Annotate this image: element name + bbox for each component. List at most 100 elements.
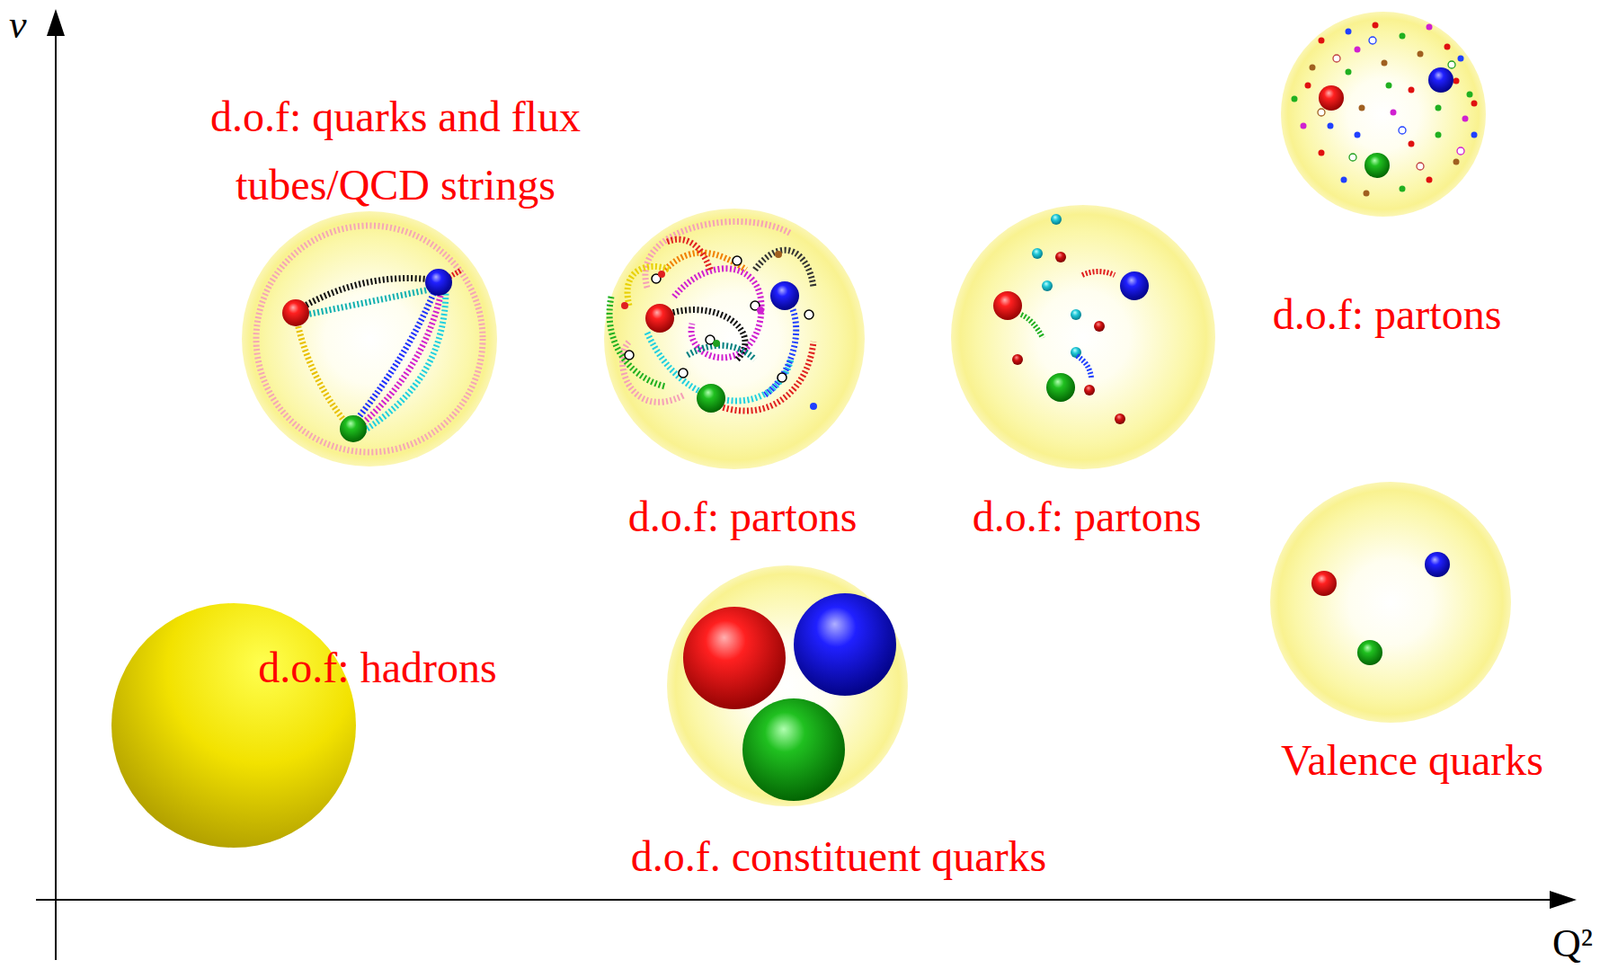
- flux-tube-proton-part: [425, 268, 453, 296]
- parton-sea-proton-part-part: [1448, 61, 1456, 69]
- parton-sea-proton-part: [1280, 11, 1486, 217]
- parton-sea-proton-part-part: [1426, 24, 1433, 31]
- parton-sea-proton-part-part: [1399, 33, 1406, 40]
- parton-sea-proton-part-part: [1363, 190, 1370, 197]
- sparse-parton-proton-part-part: [1031, 248, 1043, 259]
- parton-sea-proton-part-part: [1426, 177, 1433, 184]
- constituent-quark-proton: [666, 565, 908, 807]
- proton-picture: d.o.f: hadrons: [111, 603, 498, 848]
- constituent-quark-proton-part: [666, 565, 908, 807]
- gluon-tangle-proton-part: [604, 208, 865, 470]
- parton-sea-proton-part-part: [1416, 162, 1424, 170]
- axes-part: [1549, 890, 1577, 909]
- gluon-tangle-proton: [604, 208, 865, 470]
- sparse-parton-proton-part: [1021, 314, 1043, 338]
- gluon-tangle-proton-part-part: [777, 373, 787, 383]
- flux-tube-proton-part: [339, 415, 367, 443]
- parton-sea-proton-part-part: [1471, 100, 1478, 107]
- proton-picture: d.o.f: partons: [951, 204, 1216, 543]
- parton-sea-proton-part-part: [1462, 115, 1469, 123]
- parton-sea-proton-part: [1428, 67, 1454, 93]
- sparse-parton-proton-part-part: [1093, 320, 1105, 332]
- parton-sea-proton-part-part: [1386, 82, 1393, 89]
- parton-sea-proton-part-part: [1417, 51, 1424, 58]
- parton-sea-proton-part-part: [1444, 44, 1451, 51]
- parton-sea-proton-part-part: [1435, 105, 1442, 112]
- proton-picture: d.o.f. constituent quarks: [631, 565, 1048, 883]
- parton-sea-proton-part-part: [1317, 108, 1325, 116]
- gluon-tangle-proton-part: [774, 250, 783, 258]
- valence-quark-proton-part: [1311, 570, 1337, 596]
- parton-sea-proton-part: [1318, 85, 1344, 111]
- parton-sea-proton-part-part: [1381, 60, 1388, 67]
- parton-sea-proton-part-part: [1368, 36, 1377, 45]
- parton-sea-proton-part-part: [1305, 82, 1312, 89]
- gluon-tangle-proton-part: [624, 256, 814, 383]
- gluon-tangle-proton-part-part: [678, 368, 688, 378]
- valence-quark-proton: [1270, 481, 1512, 723]
- gluon-tangle-proton-part: [770, 281, 800, 311]
- parton-sea-proton-part: [1317, 36, 1465, 170]
- sparse-parton-proton: [951, 204, 1216, 470]
- flux-tube-proton-part: [241, 211, 498, 467]
- parton-sea-proton-part-part: [1345, 69, 1352, 76]
- sparse-parton-proton-part: [1046, 373, 1076, 402]
- constituent-quark-proton-part: [742, 698, 845, 801]
- flux-tube-proton: [241, 211, 498, 467]
- flux-tube-proton-part: [282, 299, 310, 327]
- parton-sea-proton-part-part: [1457, 55, 1465, 63]
- gluon-tangle-proton-part: [696, 383, 726, 413]
- sparse-parton-proton-part: [1120, 271, 1149, 301]
- gluon-tangle-proton-part: [764, 295, 797, 396]
- sparse-parton-proton-part: [951, 204, 1216, 470]
- parton-sea-proton-part-part: [1333, 54, 1341, 63]
- constituent-quark-proton-part: [793, 593, 897, 696]
- valence-quark-proton-part: [1424, 551, 1450, 578]
- sparse-parton-proton-part: [1012, 251, 1126, 425]
- regime-label: Valence quarks: [1280, 734, 1544, 787]
- sparse-parton-proton-part: [1076, 355, 1092, 378]
- parton-sea-proton-part-part: [1399, 186, 1406, 193]
- flux-tube-proton-part: [359, 289, 446, 434]
- parton-sea-proton-part-part: [1398, 126, 1406, 134]
- regime-label: d.o.f: quarks and flux tubes/QCD strings: [143, 82, 648, 220]
- axes-part: [46, 8, 65, 36]
- gluon-tangle-proton-part: [645, 303, 675, 333]
- regime-label: d.o.f: partons: [972, 490, 1202, 543]
- parton-sea-proton-part-part: [1390, 109, 1397, 116]
- axes-part: [35, 898, 1554, 901]
- axes: [35, 8, 1577, 960]
- regime-label: d.o.f: hadrons: [257, 641, 497, 694]
- sparse-parton-proton-part-part: [1070, 346, 1082, 358]
- hadron-sphere: [111, 603, 356, 848]
- parton-sea-proton-part: [1364, 152, 1390, 178]
- parton-sea-proton-part-part: [1435, 132, 1442, 139]
- parton-sea-proton-part-part: [1471, 132, 1478, 139]
- gluon-tangle-proton-part: [665, 310, 746, 360]
- proton-picture: d.o.f: partons: [604, 208, 865, 543]
- sparse-parton-proton-part: [1082, 271, 1115, 276]
- sparse-parton-proton-part-part: [1012, 354, 1023, 365]
- axes-part: [54, 32, 57, 960]
- parton-sea-proton-part-part: [1408, 141, 1415, 148]
- parton-sea-proton-part-part: [1466, 91, 1474, 98]
- flux-tube-proton-part: [295, 314, 352, 430]
- gluon-tangle-proton-part: [621, 302, 629, 310]
- regime-label: d.o.f. constituent quarks: [631, 830, 1048, 883]
- flux-tube-proton-part: [449, 269, 463, 277]
- gluon-tangle-proton-part: [712, 339, 720, 347]
- gluon-tangle-proton-part: [622, 341, 685, 402]
- parton-sea-proton-part-part: [1300, 123, 1307, 130]
- sparse-parton-proton-part-part: [1114, 413, 1126, 425]
- parton-sea-proton-part-part: [1291, 96, 1298, 103]
- gluon-tangle-proton-part: [756, 306, 765, 314]
- parton-sea-proton-part-part: [1354, 132, 1361, 139]
- valence-quark-proton-part: [1270, 481, 1512, 723]
- gluon-tangle-proton-part-part: [732, 256, 742, 266]
- gluon-tangle-proton-part: [687, 345, 756, 360]
- flux-tube-proton-part: [351, 285, 437, 427]
- gluon-tangle-proton-part: [719, 341, 814, 411]
- sparse-parton-proton-part-part: [1070, 309, 1082, 320]
